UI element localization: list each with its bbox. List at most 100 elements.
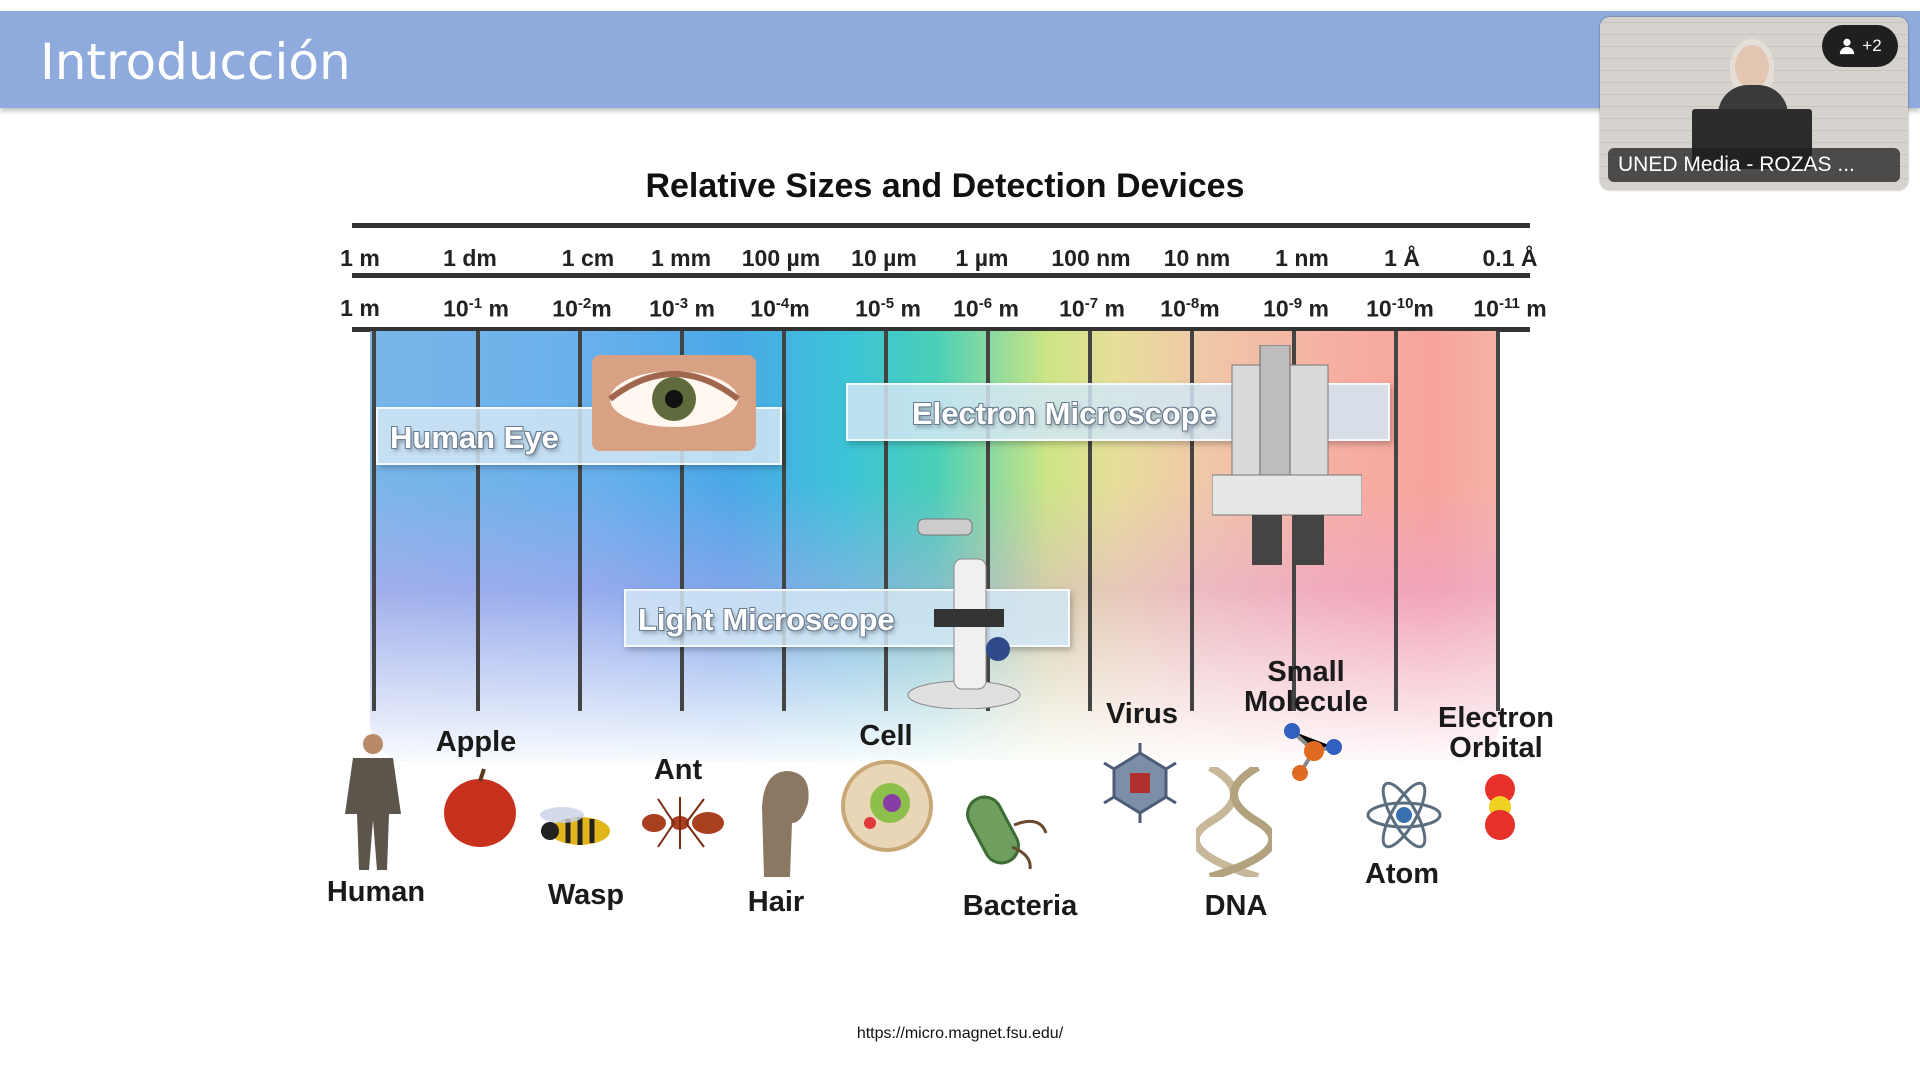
human-label: Human: [326, 876, 426, 908]
power-base: 10: [1059, 295, 1085, 322]
power-unit: m: [900, 295, 921, 322]
power-unit: m: [1526, 295, 1547, 322]
power-exp: -10: [1391, 295, 1414, 312]
unit-label: 1 mm: [650, 245, 712, 271]
power-label: 1 m: [340, 295, 380, 322]
speaker-name-tag: UNED Media - ROZAS ...: [1608, 148, 1900, 182]
power-exp: -11: [1498, 295, 1520, 312]
scale-tick: [372, 331, 376, 711]
power-base: 10: [855, 295, 881, 322]
power-label: 10-10m: [1366, 295, 1434, 323]
scale-tick: [578, 331, 582, 711]
virus-icon: [1103, 743, 1177, 823]
power-label: 10-9 m: [1263, 295, 1329, 323]
light-microscope-icon: [907, 518, 1021, 709]
source-url: https://micro.magnet.fsu.edu/: [856, 1025, 1064, 1042]
scale-tick: [884, 331, 888, 711]
scale-middle-line: [352, 273, 1530, 278]
power-label: 10-7 m: [1059, 295, 1125, 323]
human-icon: [345, 734, 401, 870]
scale-tick: [680, 331, 684, 711]
power-base: 10: [1366, 295, 1392, 322]
power-unit: m: [998, 295, 1019, 322]
figure-title: Relative Sizes and Detection Devices: [645, 167, 1245, 205]
power-exp: -7: [1084, 295, 1099, 312]
electron-microscope-icon: [1212, 345, 1362, 565]
power-unit: m: [1308, 295, 1329, 322]
hair-label: Hair: [747, 886, 805, 918]
window-top-strip: [0, 0, 1920, 11]
unit-label: 1 Å: [1384, 245, 1420, 271]
scale-tick: [1088, 331, 1092, 711]
power-base: 10: [1160, 295, 1186, 322]
electron-orbital-label: Electron Orbital: [1437, 702, 1555, 764]
power-unit: m: [488, 295, 509, 322]
unit-label: 1 nm: [1275, 245, 1329, 271]
power-label: 10-6 m: [953, 295, 1019, 323]
unit-label: 10 µm: [851, 245, 917, 271]
power-base: 10: [649, 295, 675, 322]
scale-tick: [476, 331, 480, 711]
power-exp: -1: [468, 295, 483, 312]
unit-label: 10 nm: [1163, 245, 1231, 271]
atom-icon: [1366, 781, 1442, 849]
power-base: 10: [1473, 295, 1499, 322]
unit-label: 1 m: [340, 245, 380, 271]
ant-icon: [642, 797, 724, 849]
speaker-video-tile[interactable]: +2 UNED Media - ROZAS ...: [1600, 17, 1908, 190]
eye-icon: [592, 355, 756, 451]
hair-icon: [762, 771, 809, 877]
power-exp: -5: [880, 295, 895, 312]
power-exp: -9: [1288, 295, 1303, 312]
unit-label: 100 µm: [741, 245, 821, 271]
scale-tick: [1496, 331, 1500, 711]
power-exp: -8: [1185, 295, 1200, 312]
unit-label: 1 dm: [443, 245, 497, 271]
power-exp: -6: [978, 295, 993, 312]
powers-row: 1 m 10-1 m 10-2m 10-3 m 10-4m 10-5 m 10-…: [300, 295, 1590, 329]
power-label: 10-8m: [1160, 295, 1219, 323]
wasp-icon: [540, 807, 610, 845]
speaker-head: [1735, 45, 1769, 89]
unit-label: 0.1 Å: [1482, 245, 1538, 271]
power-exp: -4: [775, 295, 790, 312]
power-label: 10-11 m: [1473, 295, 1546, 323]
power-base: 10: [1263, 295, 1289, 322]
power-label: 10-2m: [552, 295, 611, 323]
power-base: 10: [443, 295, 469, 322]
small-molecule-label: Small Molecule: [1243, 656, 1369, 718]
power-unit: m: [1413, 295, 1434, 322]
bacteria-icon: [966, 795, 1048, 870]
power-label: 10-3 m: [649, 295, 715, 323]
scale-tick: [1394, 331, 1398, 711]
ant-label: Ant: [653, 754, 703, 786]
apple-label: Apple: [435, 726, 517, 758]
power-base: 10: [953, 295, 979, 322]
dna-icon: [1196, 767, 1272, 877]
power-exp: -3: [674, 295, 689, 312]
power-label: 10-5 m: [855, 295, 921, 323]
person-icon: [1840, 38, 1855, 55]
scale-tick: [986, 331, 990, 711]
unit-label: 100 nm: [1051, 245, 1131, 271]
atom-label: Atom: [1364, 858, 1440, 890]
power-unit: m: [1199, 295, 1220, 322]
apple-icon: [444, 768, 516, 847]
unit-label: 1 µm: [955, 245, 1009, 271]
wasp-label: Wasp: [547, 879, 625, 911]
power-unit: m: [789, 295, 810, 322]
small-molecule-icon: [1284, 723, 1342, 781]
electron-orbital-icon: [1485, 774, 1515, 840]
power-unit: m: [591, 295, 612, 322]
power-label: 10-4m: [750, 295, 809, 323]
slide-title: Introducción: [40, 33, 351, 91]
cell-icon: [841, 760, 933, 852]
bacteria-label: Bacteria: [962, 890, 1078, 922]
units-row: 1 m 1 dm 1 cm 1 mm 100 µm 10 µm 1 µm 100…: [300, 245, 1590, 279]
scale-tick: [782, 331, 786, 711]
power-base: 1 m: [340, 295, 380, 321]
power-unit: m: [1104, 295, 1125, 322]
cell-label: Cell: [859, 720, 913, 752]
participants-button[interactable]: +2: [1822, 25, 1898, 67]
scale-top-line: [352, 223, 1530, 228]
